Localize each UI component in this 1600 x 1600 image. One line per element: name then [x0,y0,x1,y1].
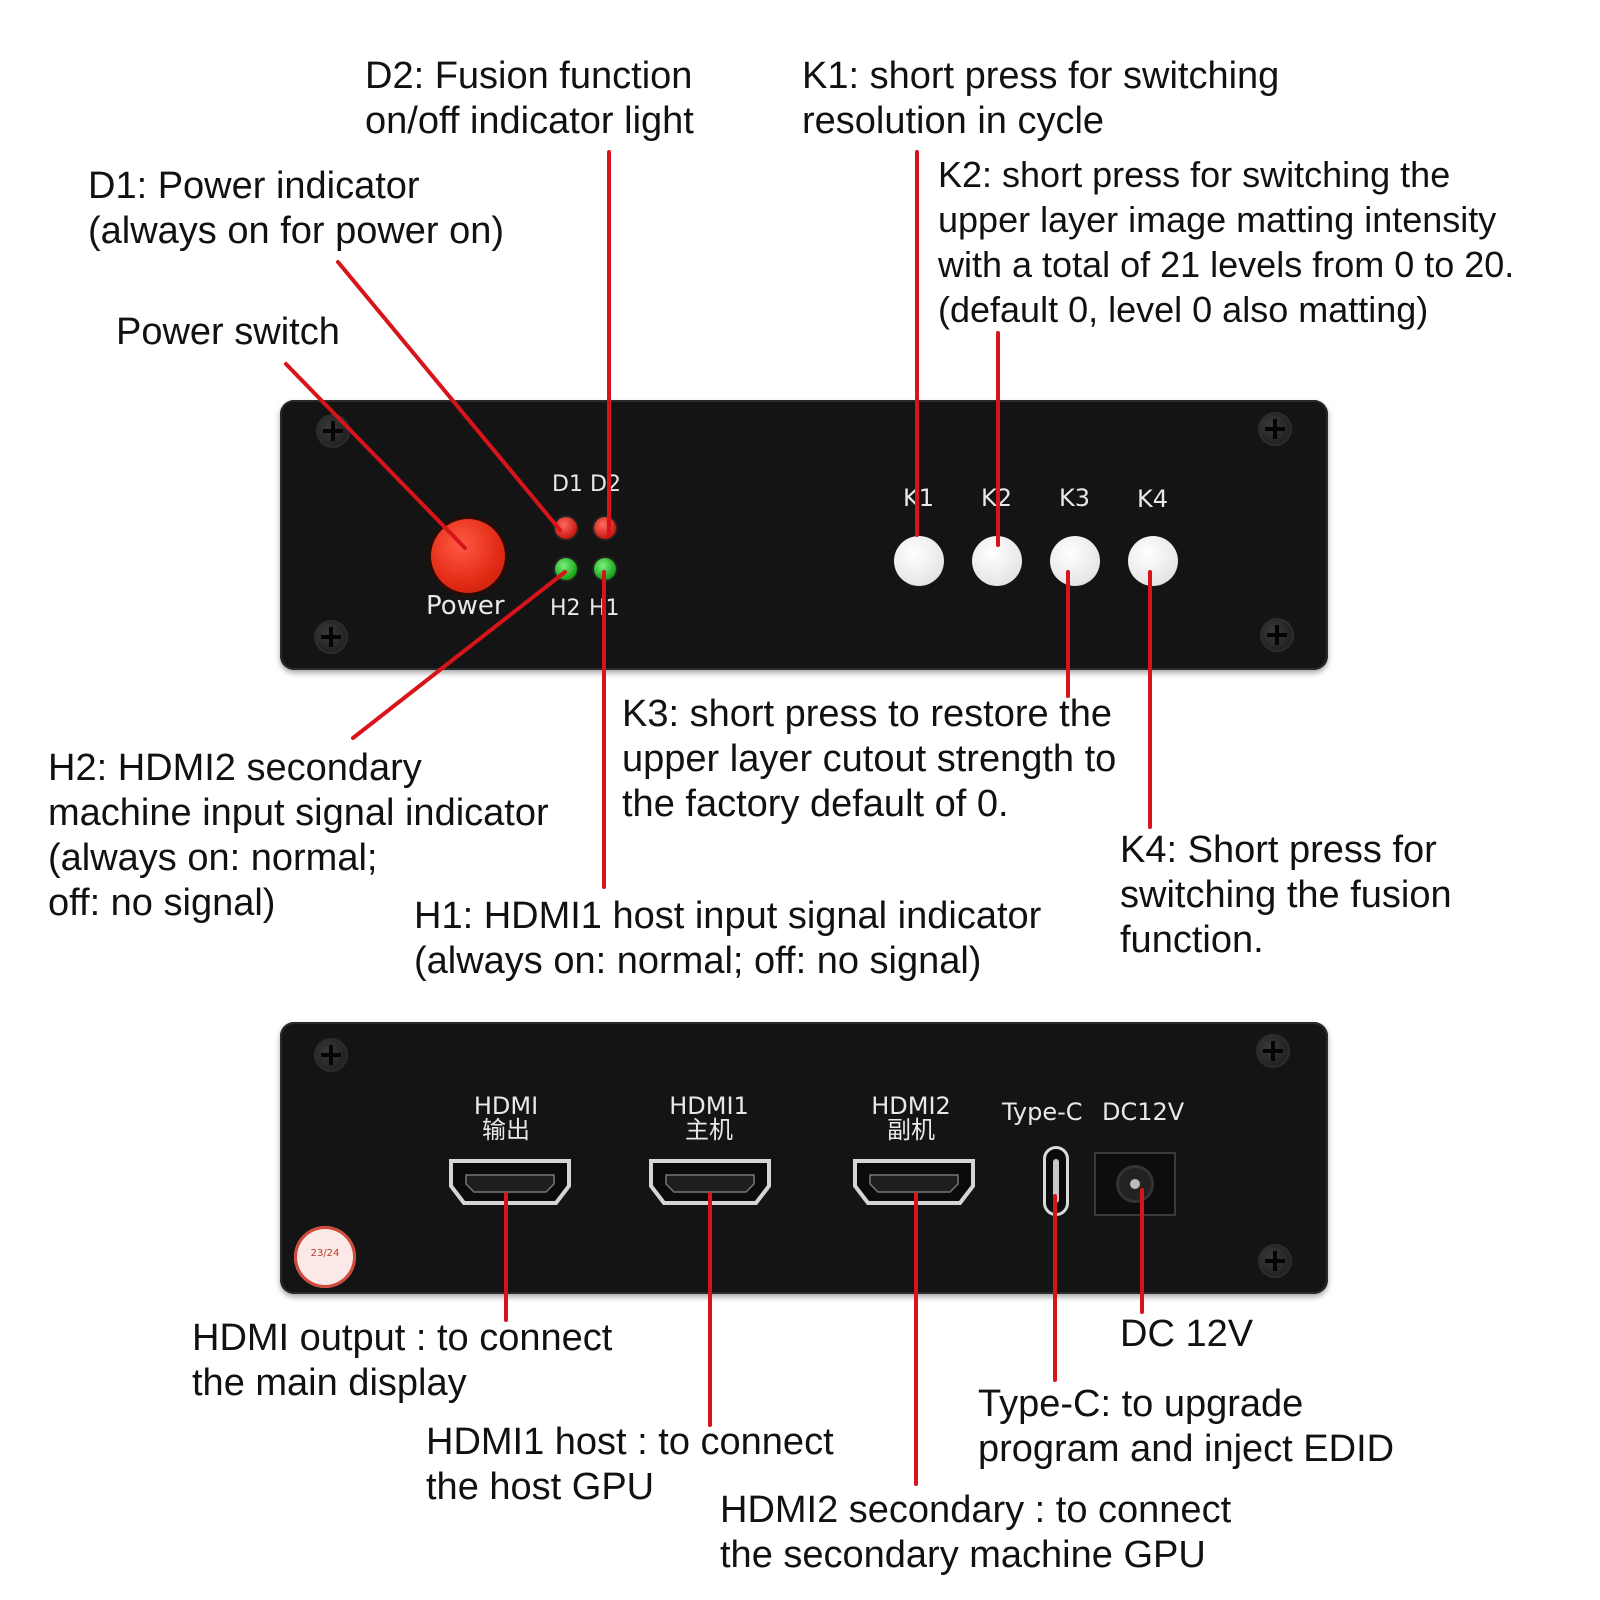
led-h2 [555,558,577,580]
callout-line: HDMI2 secondary : to connect [720,1489,1232,1531]
callout-hdmi1: HDMI1 host : to connect the host GPU [426,1420,834,1510]
key-label-k1: K1 [903,484,935,512]
port-label-line: HDMI2 [871,1092,951,1120]
qc-sticker-icon: 23/24 [294,1226,356,1288]
callout-line: HDMI1 host : to connect [426,1421,834,1463]
port-label-typec: Type-C [1002,1098,1083,1126]
callout-hdmi2: HDMI2 secondary : to connect the seconda… [720,1488,1231,1578]
hdmi-out-port[interactable] [448,1158,572,1206]
callout-k3: K3: short press to restore the upper lay… [622,692,1116,827]
screw-icon [1260,618,1294,652]
callout-power-switch: Power switch [116,310,340,355]
callout-line: switching the fusion [1120,874,1452,916]
callout-dc12v: DC 12V [1120,1312,1253,1357]
callout-line: with a total of 21 levels from 0 to 20. [938,244,1515,285]
callout-line: upper layer cutout strength to [622,738,1117,780]
led-label-d2: D2 [590,472,621,497]
port-label-line: HDMI1 [669,1092,749,1120]
callout-line: on/off indicator light [365,100,694,142]
led-label-h1: H1 [589,596,620,621]
key-k4-button[interactable] [1128,536,1178,586]
callout-line: resolution in cycle [802,100,1105,142]
rear-panel: HDMI 输出 HDMI1 主机 HDMI2 副机 Type-C DC12V 2… [280,1022,1328,1294]
screw-icon [314,1038,348,1072]
key-label-k2: K2 [981,484,1013,512]
callout-k1: K1: short press for switching resolution… [802,54,1279,144]
key-label-k4: K4 [1137,485,1169,513]
port-label-hdmi2: HDMI2 副机 [855,1094,967,1142]
callout-k4: K4: Short press for switching the fusion… [1120,828,1452,963]
callout-line: the secondary machine GPU [720,1534,1206,1576]
power-button[interactable] [431,519,505,593]
key-k3-button[interactable] [1050,536,1100,586]
callout-line: (default 0, level 0 also matting) [938,289,1429,330]
screw-icon [1258,412,1292,446]
led-d2 [594,517,616,539]
led-h1 [594,558,616,580]
port-label-line: 主机 [685,1116,733,1144]
callout-d2: D2: Fusion function on/off indicator lig… [365,54,694,144]
callout-line: the host GPU [426,1466,655,1508]
led-label-d1: D1 [552,472,583,497]
port-label-hdmi1: HDMI1 主机 [653,1094,765,1142]
callout-line: program and inject EDID [978,1428,1395,1470]
led-label-h2: H2 [550,596,581,621]
typec-port[interactable] [1043,1146,1069,1216]
key-label-k3: K3 [1059,484,1091,512]
callout-line: (always on for power on) [88,210,505,252]
key-k2-button[interactable] [972,536,1022,586]
callout-line: Power switch [116,311,340,353]
dc-jack-pin [1130,1179,1140,1189]
screw-icon [1258,1244,1292,1278]
callout-line: D1: Power indicator [88,165,420,207]
callout-line: machine input signal indicator [48,792,549,834]
callout-h1: H1: HDMI1 host input signal indicator (a… [414,894,1041,984]
power-label: Power [426,591,505,621]
callout-line: K1: short press for switching [802,55,1280,97]
callout-line: K4: Short press for [1120,829,1437,871]
callout-line: HDMI output : to connect [192,1317,613,1359]
callout-line: Type-C: to upgrade [978,1383,1304,1425]
callout-typec: Type-C: to upgrade program and inject ED… [978,1382,1394,1472]
callout-line: K3: short press to restore the [622,693,1113,735]
screw-icon [316,414,350,448]
callout-line: off: no signal) [48,882,276,924]
callout-k2: K2: short press for switching the upper … [938,152,1514,332]
callout-h2: H2: HDMI2 secondary machine input signal… [48,746,549,926]
callout-line: upper layer image matting intensity [938,199,1497,240]
callout-line: H1: HDMI1 host input signal indicator [414,895,1042,937]
callout-line: the main display [192,1362,467,1404]
callout-line: (always on: normal; [48,837,378,879]
port-label-line: 副机 [887,1116,935,1144]
hdmi1-host-port[interactable] [648,1158,772,1206]
callout-line: the factory default of 0. [622,783,1009,825]
callout-line: function. [1120,919,1264,961]
callout-line: (always on: normal; off: no signal) [414,940,982,982]
hdmi2-secondary-port[interactable] [852,1158,976,1206]
port-label-dc: DC12V [1102,1098,1185,1126]
port-label-line: 输出 [482,1116,530,1144]
callout-line: K2: short press for switching the [938,154,1451,195]
callout-line: H2: HDMI2 secondary [48,747,422,789]
callout-d1: D1: Power indicator (always on for power… [88,164,504,254]
key-k1-button[interactable] [894,536,944,586]
screw-icon [314,620,348,654]
dc-power-jack[interactable] [1094,1152,1176,1216]
callout-line: D2: Fusion function [365,55,693,97]
port-label-hdmi-out: HDMI 输出 [456,1094,556,1142]
led-d1 [555,517,577,539]
callout-line: DC 12V [1120,1313,1254,1355]
screw-icon [1256,1034,1290,1068]
front-panel: Power D1 D2 H2 H1 K1 K2 K3 K4 [280,400,1328,670]
sticker-text: 23/24 [310,1248,340,1259]
port-label-line: HDMI [473,1092,539,1120]
callout-hdmi-out: HDMI output : to connect the main displa… [192,1316,612,1406]
